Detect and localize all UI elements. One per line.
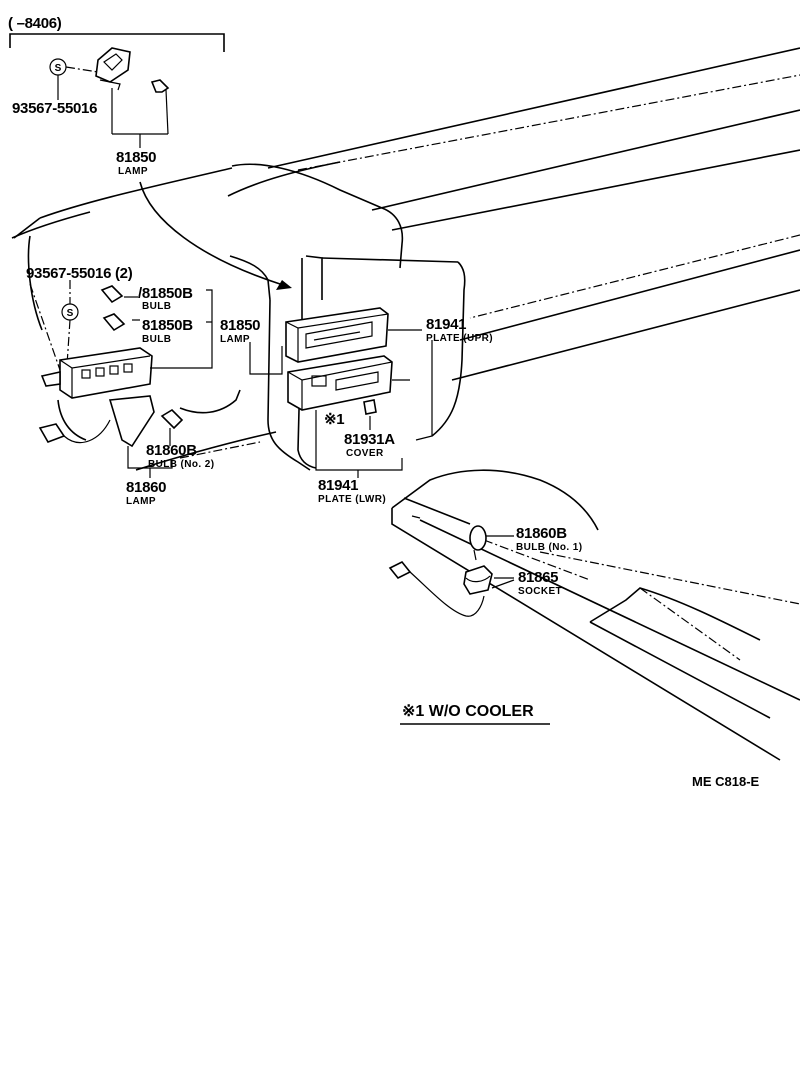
socket-number: 81865: [518, 569, 558, 586]
lamp-top-assembly: S: [49, 47, 170, 148]
range-label: ( –8406): [8, 15, 62, 32]
lamp-housing-icon: [95, 47, 131, 83]
bulb-a-icon: [100, 285, 124, 304]
cover-number: 81931A: [344, 431, 395, 448]
lamp-mid-name: LAMP: [220, 334, 250, 345]
bulb-no1-icon: [469, 525, 487, 551]
screw-top-number: 93567-55016: [12, 100, 97, 117]
footnote: ※1 W/O COOLER: [402, 703, 534, 720]
bulb-b-number: 81850B: [142, 317, 193, 334]
cover-icon: [363, 399, 377, 415]
screw-mid-number: 93567-55016 (2): [26, 265, 133, 282]
bulb-no1-name: BULB (No. 1): [516, 542, 582, 553]
diagram-code: ME C818-E: [692, 774, 760, 789]
screw-symbol: S: [55, 63, 62, 74]
bulb-a-name: BULB: [142, 301, 171, 312]
reference-arrow: [139, 181, 281, 285]
bulb-no2-icon: [160, 408, 184, 430]
plate-lwr-icon: [287, 355, 393, 411]
plate-lwr-name: PLATE (LWR): [318, 494, 386, 505]
cover-name: COVER: [346, 448, 384, 459]
lamp-top-name: LAMP: [118, 166, 148, 177]
bulb-no2-number: 81860B: [146, 442, 197, 459]
socket-name: SOCKET: [518, 586, 562, 597]
lamp-lwr-name: LAMP: [126, 496, 156, 507]
bulb-icon: [150, 79, 170, 93]
lamp-lwr-icon: [108, 395, 155, 448]
screw-symbol: S: [67, 308, 74, 319]
socket-icon: [463, 565, 493, 595]
cover-marker: ※1: [324, 411, 344, 428]
lamp-mid-number: 81850: [220, 317, 260, 334]
bulb-b-icon: [102, 313, 126, 332]
bulb-b-name: BULB: [142, 334, 171, 345]
plate-upr-number: 81941: [426, 316, 466, 333]
switch-panel: S: [29, 280, 213, 478]
center-console: [391, 469, 800, 761]
plate-lwr-number: 81941: [318, 477, 358, 494]
bulb-no2-name: BULB (No. 2): [148, 459, 214, 470]
plate-assembly: [249, 307, 433, 478]
bulb-no1-number: 81860B: [516, 525, 567, 542]
arrow-head-icon: [276, 280, 292, 290]
switch-panel-icon: [59, 347, 153, 399]
lamp-lwr-number: 81860: [126, 479, 166, 496]
dashboard-outline: [11, 47, 800, 471]
bulb-a-number: /81850B: [138, 285, 193, 302]
plate-upr-icon: [285, 307, 389, 363]
lamp-top-number: 81850: [116, 149, 156, 166]
console-light-assembly: [388, 525, 515, 617]
inset-bracket: ( –8406): [8, 15, 225, 52]
plate-upr-name: PLATE (UPR): [426, 333, 493, 344]
